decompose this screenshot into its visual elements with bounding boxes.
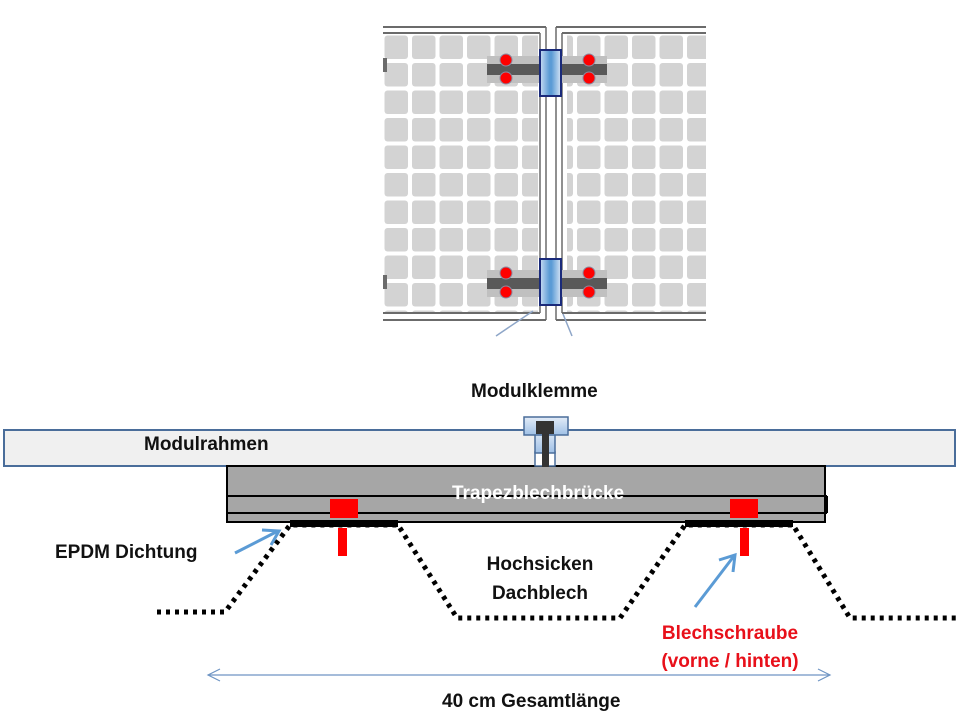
epdm-seal-left bbox=[290, 520, 398, 527]
label-modulrahmen: Modulrahmen bbox=[144, 434, 269, 455]
side-view bbox=[3, 416, 959, 682]
screw-icon bbox=[499, 285, 513, 299]
label-gesamtlaenge: 40 cm Gesamtlänge bbox=[442, 691, 621, 712]
module-clamp-bottom bbox=[539, 258, 562, 306]
epdm-seal-right bbox=[685, 520, 793, 527]
dimension-line bbox=[206, 668, 832, 682]
top-view bbox=[383, 26, 706, 337]
label-hochsicken: Hochsicken bbox=[486, 554, 594, 575]
edge-marker bbox=[383, 275, 387, 289]
bottom-clamp-assembly bbox=[487, 258, 607, 306]
edge-marker bbox=[383, 58, 387, 72]
screw-icon bbox=[582, 266, 596, 280]
sheet-metal-screw-right bbox=[730, 499, 758, 556]
screw-icon bbox=[582, 285, 596, 299]
label-blechschraube: Blechschraube bbox=[661, 623, 799, 644]
screw-icon bbox=[499, 71, 513, 85]
screw-icon bbox=[582, 71, 596, 85]
label-modulklemme: Modulklemme bbox=[471, 381, 598, 402]
trapezoidal-bridge bbox=[226, 465, 828, 523]
label-trapezblechbruecke: Trapezblechbrücke bbox=[452, 483, 625, 504]
label-vorne-hinten: (vorne / hinten) bbox=[661, 651, 799, 672]
leader-line bbox=[562, 313, 573, 337]
leader-line bbox=[495, 310, 534, 337]
screw-icon bbox=[499, 266, 513, 280]
screw-icon bbox=[582, 53, 596, 67]
label-dachblech: Dachblech bbox=[491, 583, 589, 604]
screw-arrow bbox=[693, 552, 737, 608]
module-clamp-top bbox=[539, 49, 562, 97]
module-clamp-side bbox=[523, 416, 569, 467]
label-epdm-dichtung: EPDM Dichtung bbox=[55, 542, 198, 563]
top-clamp-assembly bbox=[487, 49, 607, 97]
epdm-arrow bbox=[234, 528, 282, 555]
sheet-metal-screw-left bbox=[330, 499, 358, 556]
screw-icon bbox=[499, 53, 513, 67]
